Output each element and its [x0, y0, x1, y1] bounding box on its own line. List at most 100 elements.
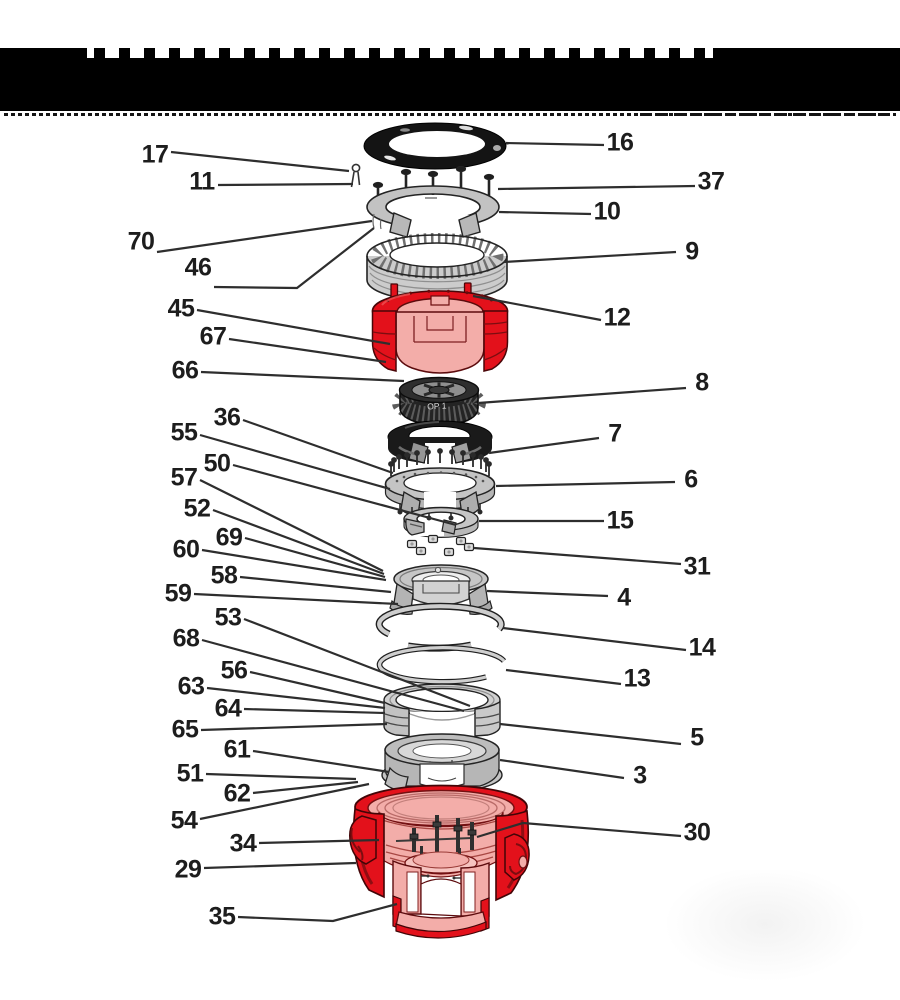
leader-line-63 — [206, 686, 386, 710]
callout-label-62: 62 — [223, 779, 251, 808]
leader-line-11 — [217, 182, 354, 187]
part-13-backup-ring — [376, 644, 507, 685]
leader-line-14 — [502, 626, 687, 652]
leader-line-17 — [170, 150, 350, 173]
callout-label-35: 35 — [208, 902, 236, 931]
part-16-gasket-ring — [363, 122, 507, 170]
callout-label-29: 29 — [174, 855, 202, 884]
leader-line-34 — [258, 838, 380, 845]
part-15-seal-segment — [403, 506, 479, 539]
callout-label-11: 11 — [189, 167, 215, 196]
dotted-separator-line — [4, 113, 896, 116]
callout-label-10: 10 — [593, 197, 621, 226]
part-5-packing-assembly — [383, 683, 501, 738]
leader-line-46 — [213, 227, 375, 290]
callout-label-61: 61 — [223, 735, 251, 764]
callout-label-58: 58 — [210, 561, 238, 590]
leader-line-62 — [252, 780, 359, 795]
part-6-bearing-plate — [384, 448, 496, 521]
leader-line-29 — [203, 861, 357, 870]
leader-line-16 — [505, 141, 605, 147]
callout-label-51: 51 — [176, 759, 204, 788]
leader-line-37 — [497, 184, 696, 191]
leader-line-7 — [488, 436, 600, 455]
leader-line-4 — [486, 589, 609, 598]
callout-label-13: 13 — [623, 664, 651, 693]
redacted-banner-teeth — [94, 48, 710, 59]
callout-label-4: 4 — [617, 583, 631, 612]
leader-line-9 — [503, 250, 677, 264]
callout-label-45: 45 — [167, 294, 195, 323]
callout-label-69: 69 — [215, 523, 243, 552]
part-14-snap-ring — [375, 602, 505, 652]
leader-line-65 — [200, 722, 388, 732]
faint-watermark — [650, 870, 880, 990]
leader-line-13 — [505, 668, 622, 686]
leader-line-69 — [244, 536, 386, 579]
leader-line-59 — [193, 592, 399, 606]
leader-line-60 — [201, 548, 387, 582]
part-3-spacer-spool — [381, 733, 503, 793]
callout-label-52: 52 — [183, 494, 211, 523]
leader-line-35 — [237, 902, 398, 923]
redacted-banner-left-cap — [0, 48, 87, 59]
leader-line-8 — [477, 386, 687, 405]
part-35-inner-studs — [409, 815, 477, 860]
callout-label-31: 31 — [683, 552, 711, 581]
callout-label-30: 30 — [683, 818, 711, 847]
callout-label-67: 67 — [199, 322, 227, 351]
leader-line-30 — [476, 821, 682, 839]
leader-lines — [156, 141, 696, 923]
leader-line-58 — [239, 575, 392, 594]
leader-line-61 — [252, 749, 390, 774]
leader-line-45 — [196, 308, 391, 346]
callout-label-64: 64 — [214, 694, 242, 723]
callout-label-46: 46 — [184, 253, 212, 282]
leader-line-6 — [495, 480, 676, 488]
callout-label-15: 15 — [606, 506, 634, 535]
leader-line-57 — [199, 479, 384, 572]
leader-line-67 — [228, 337, 387, 364]
leader-line-53 — [243, 617, 471, 708]
leader-line-5 — [499, 722, 682, 746]
leader-line-56 — [249, 670, 386, 705]
leader-line-3 — [499, 758, 625, 780]
leader-line-70 — [156, 219, 373, 254]
callout-label-37: 37 — [697, 167, 725, 196]
callout-label-55: 55 — [170, 418, 198, 447]
leader-line-55 — [199, 433, 391, 491]
callout-label-50: 50 — [203, 449, 231, 478]
callout-label-68: 68 — [172, 624, 200, 653]
leader-line-50 — [232, 463, 457, 527]
callout-label-66: 66 — [171, 356, 199, 385]
callout-label-14: 14 — [688, 633, 716, 662]
callout-label-56: 56 — [220, 656, 248, 685]
callout-label-70: 70 — [127, 227, 155, 256]
leader-line-10 — [498, 210, 592, 216]
part-35-lower-housing — [349, 784, 530, 939]
leader-line-51 — [205, 772, 357, 781]
part-6-top-studs — [388, 448, 492, 476]
dotted-separator-line-right — [640, 113, 896, 116]
leader-line-54 — [199, 782, 370, 821]
part-31-nuts — [406, 534, 475, 557]
leader-line-68 — [201, 638, 465, 713]
part-6-face-dots — [395, 471, 485, 483]
callout-label-17: 17 — [141, 140, 169, 169]
callout-label-57: 57 — [170, 463, 198, 492]
callout-label-5: 5 — [690, 723, 704, 752]
callout-label-65: 65 — [171, 715, 199, 744]
callout-label-36: 36 — [213, 403, 241, 432]
callout-label-7: 7 — [608, 419, 622, 448]
callout-label-60: 60 — [172, 535, 200, 564]
callout-label-3: 3 — [633, 761, 647, 790]
callout-label-9: 9 — [685, 237, 699, 266]
callout-label-12: 12 — [603, 303, 631, 332]
leader-line-52 — [212, 508, 385, 576]
part-45-upper-housing — [371, 282, 509, 374]
part-8-adapter-ring: OP 1 — [392, 376, 486, 427]
callout-label-53: 53 — [214, 603, 242, 632]
redacted-title-banner — [0, 58, 900, 111]
